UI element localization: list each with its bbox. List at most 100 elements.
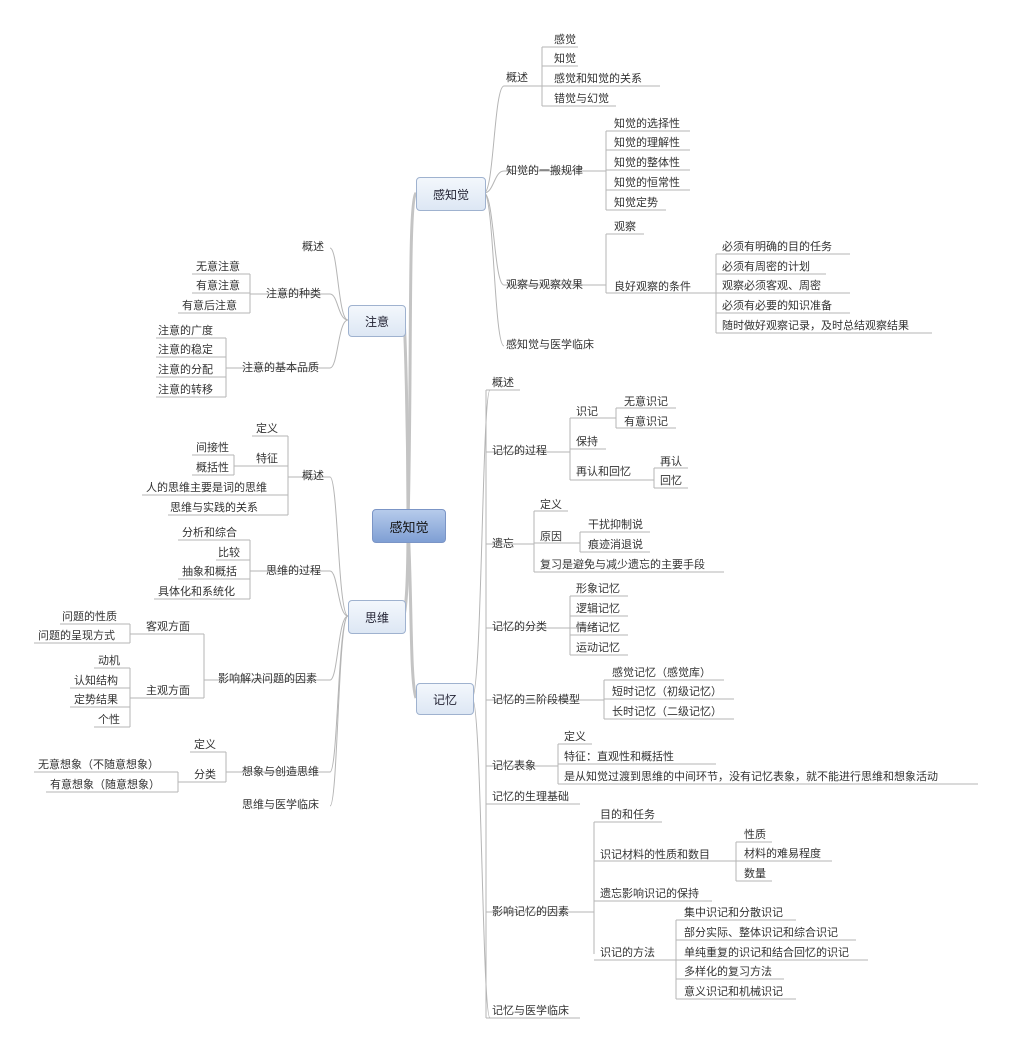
node-leaf[interactable]: 材料的难易程度 xyxy=(744,847,821,860)
node-leaf[interactable]: 思维与实践的关系 xyxy=(170,501,258,514)
node-leaf[interactable]: 多样化的复习方法 xyxy=(684,965,772,978)
root-topic[interactable]: 感知觉 xyxy=(372,509,446,543)
node-leaf[interactable]: 集中识记和分散识记 xyxy=(684,906,783,919)
node-leaf[interactable]: 定义 xyxy=(540,498,562,511)
node-thinking-imagination[interactable]: 想象与创造思维 xyxy=(242,765,319,778)
node-memory-classification[interactable]: 记忆的分类 xyxy=(492,620,547,633)
node-leaf[interactable]: 单纯重复的识记和结合回忆的识记 xyxy=(684,946,849,959)
node-leaf[interactable]: 比较 xyxy=(218,546,240,559)
node-attention-overview[interactable]: 概述 xyxy=(302,240,324,253)
node-leaf[interactable]: 注意的广度 xyxy=(158,324,213,337)
node-leaf[interactable]: 具体化和系统化 xyxy=(158,585,235,598)
node-leaf[interactable]: 错觉与幻觉 xyxy=(554,92,609,105)
node-leaf[interactable]: 知觉的整体性 xyxy=(614,156,680,169)
node-leaf[interactable]: 再认 xyxy=(660,455,682,468)
node-memory-forgetting[interactable]: 遗忘 xyxy=(492,537,514,550)
node-thinking-clinic[interactable]: 思维与医学临床 xyxy=(242,798,319,811)
node-leaf[interactable]: 运动记忆 xyxy=(576,641,620,654)
node-leaf[interactable]: 特征：直观性和概括性 xyxy=(564,750,674,763)
node-leaf[interactable]: 无意识记 xyxy=(624,395,668,408)
node-leaf[interactable]: 个性 xyxy=(98,713,120,726)
node-leaf[interactable]: 定义 xyxy=(564,730,586,743)
node-leaf[interactable]: 定义 xyxy=(256,422,278,435)
node-attention-qualities[interactable]: 注意的基本品质 xyxy=(242,361,319,374)
node-leaf[interactable]: 注意的分配 xyxy=(158,363,213,376)
node-leaf[interactable]: 定势结果 xyxy=(74,693,118,706)
node-leaf[interactable]: 部分实际、整体识记和综合识记 xyxy=(684,926,838,939)
branch-attention[interactable]: 注意 xyxy=(348,305,406,337)
node-leaf[interactable]: 痕迹消退说 xyxy=(588,538,643,551)
node-leaf[interactable]: 注意的转移 xyxy=(158,383,213,396)
node-leaf[interactable]: 保持 xyxy=(576,435,598,448)
node-leaf[interactable]: 动机 xyxy=(98,654,120,667)
branch-perception[interactable]: 感知觉 xyxy=(416,177,486,211)
branch-thinking[interactable]: 思维 xyxy=(348,600,406,634)
node-recall[interactable]: 再认和回忆 xyxy=(576,465,631,478)
node-memory-three-stage[interactable]: 记忆的三阶段模型 xyxy=(492,693,580,706)
node-thinking-overview[interactable]: 概述 xyxy=(302,469,324,482)
node-memory-imagery[interactable]: 记忆表象 xyxy=(492,759,536,772)
node-leaf[interactable]: 逻辑记忆 xyxy=(576,602,620,615)
node-leaf[interactable]: 短时记忆（初级记忆） xyxy=(612,685,722,698)
node-leaf[interactable]: 注意的稳定 xyxy=(158,343,213,356)
node-leaf[interactable]: 意义识记和机械识记 xyxy=(684,985,783,998)
node-leaf[interactable]: 干扰抑制说 xyxy=(588,518,643,531)
node-leaf[interactable]: 问题的性质 xyxy=(62,610,117,623)
node-leaf[interactable]: 遗忘影响识记的保持 xyxy=(600,887,699,900)
node-leaf[interactable]: 形象记忆 xyxy=(576,582,620,595)
node-leaf[interactable]: 无意注意 xyxy=(196,260,240,273)
node-leaf[interactable]: 感觉记忆（感觉库） xyxy=(612,666,711,679)
node-leaf[interactable]: 复习是避免与减少遗忘的主要手段 xyxy=(540,558,705,571)
node-good-conditions[interactable]: 良好观察的条件 xyxy=(614,280,691,293)
node-leaf[interactable]: 定义 xyxy=(194,738,216,751)
node-leaf[interactable]: 观察 xyxy=(614,220,636,233)
node-thinking-features[interactable]: 特征 xyxy=(256,452,278,465)
node-imag-classification[interactable]: 分类 xyxy=(194,768,216,781)
node-leaf[interactable]: 感觉 xyxy=(554,33,576,46)
node-leaf[interactable]: 知觉的理解性 xyxy=(614,136,680,149)
node-leaf[interactable]: 情绪记忆 xyxy=(576,621,620,634)
node-methods[interactable]: 识记的方法 xyxy=(600,946,655,959)
node-cause[interactable]: 原因 xyxy=(540,530,562,543)
node-perception-clinic[interactable]: 感知觉与医学临床 xyxy=(506,338,594,351)
node-leaf[interactable]: 必须有明确的目的任务 xyxy=(722,240,832,253)
node-leaf[interactable]: 数量 xyxy=(744,867,766,880)
node-leaf[interactable]: 人的思维主要是词的思维 xyxy=(146,481,267,494)
node-leaf[interactable]: 无意想象（不随意想象） xyxy=(38,758,159,771)
node-leaf[interactable]: 概括性 xyxy=(196,461,229,474)
node-memory-physio[interactable]: 记忆的生理基础 xyxy=(492,790,569,803)
node-thinking-factors[interactable]: 影响解决问题的因素 xyxy=(218,672,317,685)
branch-memory[interactable]: 记忆 xyxy=(416,683,474,715)
node-encoding[interactable]: 识记 xyxy=(576,405,598,418)
node-perception-laws[interactable]: 知觉的一搬规律 xyxy=(506,164,583,177)
node-objective[interactable]: 客观方面 xyxy=(146,620,190,633)
node-leaf[interactable]: 分析和综合 xyxy=(182,526,237,539)
node-leaf[interactable]: 知觉的恒常性 xyxy=(614,176,680,189)
node-leaf[interactable]: 观察必须客观、周密 xyxy=(722,279,821,292)
node-leaf[interactable]: 有意想象（随意想象） xyxy=(50,778,160,791)
node-leaf[interactable]: 认知结构 xyxy=(74,674,118,687)
node-leaf[interactable]: 有意后注意 xyxy=(182,299,237,312)
node-leaf[interactable]: 有意识记 xyxy=(624,415,668,428)
node-leaf[interactable]: 长时记忆（二级记忆） xyxy=(612,705,722,718)
node-memory-process[interactable]: 记忆的过程 xyxy=(492,444,547,457)
node-leaf[interactable]: 回忆 xyxy=(660,474,682,487)
node-leaf[interactable]: 间接性 xyxy=(196,441,229,454)
node-leaf[interactable]: 是从知觉过渡到思维的中间环节，没有记忆表象，就不能进行思维和想象活动 xyxy=(564,770,938,783)
node-material[interactable]: 识记材料的性质和数目 xyxy=(600,848,710,861)
node-leaf[interactable]: 知觉定势 xyxy=(614,196,658,209)
node-leaf[interactable]: 目的和任务 xyxy=(600,808,655,821)
node-perception-overview[interactable]: 概述 xyxy=(506,71,528,84)
node-memory-factors[interactable]: 影响记忆的因素 xyxy=(492,905,569,918)
node-leaf[interactable]: 知觉的选择性 xyxy=(614,117,680,130)
node-leaf[interactable]: 问题的呈现方式 xyxy=(38,629,115,642)
node-attention-types[interactable]: 注意的种类 xyxy=(266,287,321,300)
node-memory-clinic[interactable]: 记忆与医学临床 xyxy=(492,1004,569,1017)
node-memory-overview[interactable]: 概述 xyxy=(492,376,514,389)
node-leaf[interactable]: 必须有周密的计划 xyxy=(722,260,810,273)
node-thinking-process[interactable]: 思维的过程 xyxy=(266,564,321,577)
node-leaf[interactable]: 知觉 xyxy=(554,52,576,65)
node-leaf[interactable]: 有意注意 xyxy=(196,279,240,292)
node-leaf[interactable]: 必须有必要的知识准备 xyxy=(722,299,832,312)
node-leaf[interactable]: 抽象和概括 xyxy=(182,565,237,578)
